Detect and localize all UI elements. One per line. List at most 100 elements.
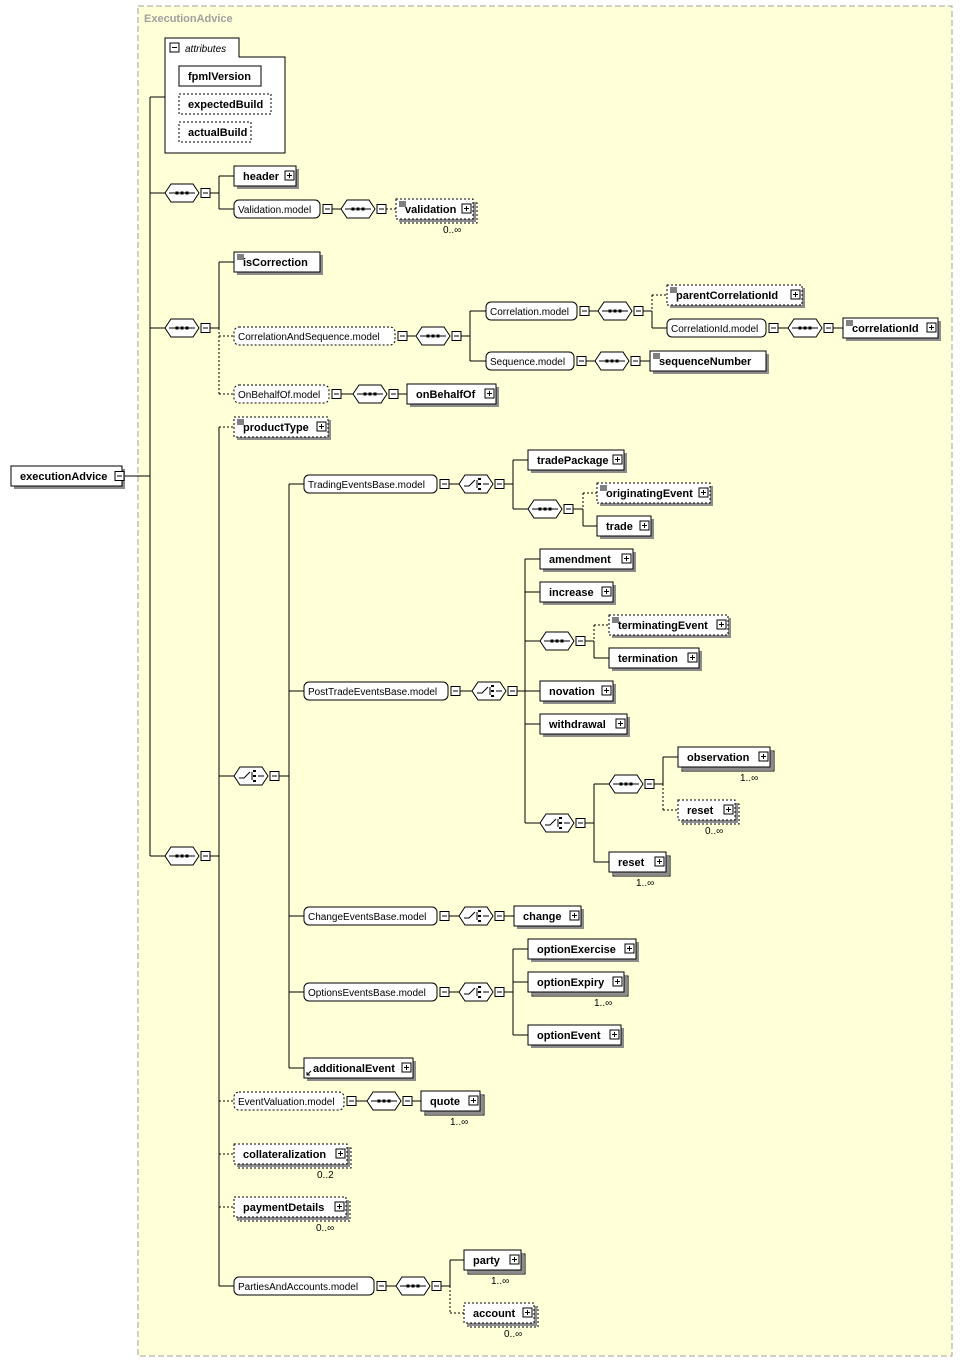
element-additionalEvent: additionalEvent (303, 1057, 416, 1081)
element-observation-cardinality: 1..∞ (740, 773, 758, 784)
group-correlationId-model: CorrelationId.model (666, 318, 779, 338)
element-correlationId-box (842, 317, 939, 339)
element-parentCorrelationId-label: parentCorrelationId (676, 290, 778, 302)
group-parties-and-accounts-model-label: PartiesAndAccounts.model (238, 1282, 358, 1293)
element-optionEvent-box (527, 1024, 622, 1046)
element-termination: termination (608, 647, 702, 671)
element-trade-box (596, 515, 652, 537)
element-productType-label: productType (243, 422, 309, 434)
element-quote-label: quote (430, 1096, 460, 1108)
element-increase: increase (539, 581, 616, 605)
group-change-events-base-model: ChangeEventsBase.model (303, 906, 450, 926)
element-trade: trade (596, 515, 654, 539)
group-correlation-model-label: Correlation.model (490, 307, 569, 318)
choice-compositor-reset (539, 813, 586, 833)
group-event-valuation-model-box (233, 1091, 345, 1111)
element-additionalEvent-box (303, 1057, 414, 1079)
choice-compositor-reset-symbol (539, 813, 575, 833)
element-isCorrection-box (233, 251, 321, 273)
choice-compositor-events (233, 766, 280, 786)
sequence-compositor-correlation-model (597, 301, 644, 321)
element-onBehalfOf: onBehalfOf (406, 383, 499, 407)
element-parentCorrelationId: parentCorrelationId (666, 284, 805, 308)
element-optionExercise: optionExercise (527, 938, 639, 962)
element-additionalEvent-label: additionalEvent (313, 1063, 395, 1075)
sequence-compositor-parties (395, 1276, 442, 1296)
element-collateralization: collateralization 0..2 (233, 1143, 352, 1181)
element-validation-box (395, 198, 474, 220)
element-correlationId: correlationId (842, 317, 941, 341)
element-reset-optional-cardinality: 0..∞ (705, 826, 723, 837)
element-tradePackage: tradePackage (527, 449, 627, 473)
attribute-fpmlVersion: fpmlVersion (188, 71, 251, 83)
sequence-compositor-correlation (415, 326, 462, 346)
choice-compositor-post-trade-symbol (471, 681, 507, 701)
element-amendment-label: amendment (549, 554, 611, 566)
element-termination-box (608, 647, 700, 669)
group-validation-model-box (233, 199, 321, 219)
element-sequenceNumber-label: sequenceNumber (659, 356, 752, 368)
group-on-behalf-of-model-box (233, 384, 330, 404)
element-withdrawal-label: withdrawal (548, 719, 606, 731)
diagram-title: ExecutionAdvice (144, 13, 233, 25)
attribute-actualBuild: actualBuild (188, 127, 247, 139)
element-trade-label: trade (606, 521, 633, 533)
group-correlation-and-sequence-model-label: CorrelationAndSequence.model (238, 332, 380, 343)
group-correlationId-model-box (666, 318, 767, 338)
group-event-valuation-model-label: EventValuation.model (238, 1097, 335, 1108)
element-optionExercise-label: optionExercise (537, 944, 616, 956)
element-reset-label: reset (618, 857, 645, 869)
element-optionExpiry-cardinality: 1..∞ (594, 998, 612, 1009)
element-paymentDetails-cardinality: 0..∞ (316, 1223, 334, 1234)
element-collateralization-cardinality: 0..2 (317, 1170, 334, 1181)
group-parties-and-accounts-model-box (233, 1276, 375, 1296)
element-isCorrection: isCorrection (233, 251, 323, 275)
element-optionEvent: optionEvent (527, 1024, 624, 1048)
element-collateralization-label: collateralization (243, 1149, 326, 1161)
element-paymentDetails-label: paymentDetails (243, 1202, 324, 1214)
element-validation-label: validation (405, 204, 457, 216)
element-reset-cardinality: 1..∞ (636, 878, 654, 889)
element-party-cardinality: 1..∞ (491, 1276, 509, 1287)
element-reset-optional-box (677, 799, 736, 821)
element-header-box (233, 165, 297, 187)
group-event-valuation-model: EventValuation.model (233, 1091, 357, 1111)
element-change-label: change (523, 911, 562, 923)
root-element-executionAdvice: executionAdvice (10, 465, 125, 489)
sequence-compositor-termination (539, 631, 586, 651)
element-reset-box (608, 851, 667, 873)
element-increase-label: increase (549, 587, 594, 599)
element-novation-box (539, 680, 614, 702)
element-optionExpiry-label: optionExpiry (537, 977, 605, 989)
group-on-behalf-of-model: OnBehalfOf.model (233, 384, 342, 404)
element-quote-cardinality: 1..∞ (450, 1117, 468, 1128)
group-trading-events-base-model-label: TradingEventsBase.model (308, 480, 425, 491)
group-correlation-model-box (485, 301, 578, 321)
element-withdrawal-box (539, 713, 628, 735)
group-post-trade-events-base-model: PostTradeEventsBase.model (303, 681, 461, 701)
sequence-compositor-observation (608, 774, 655, 794)
group-sequence-model-box (485, 351, 575, 371)
element-quote-box (420, 1090, 481, 1112)
element-originatingEvent-box (596, 482, 711, 504)
group-options-events-base-model: OptionsEventsBase.model (303, 982, 450, 1002)
element-reset-optional-label: reset (687, 805, 714, 817)
group-options-events-base-model-label: OptionsEventsBase.model (308, 988, 426, 999)
element-paymentDetails-box (233, 1196, 347, 1218)
attributes-panel: attributesfpmlVersionexpectedBuildactual… (164, 37, 286, 154)
element-sequenceNumber-box (649, 350, 767, 372)
group-correlation-and-sequence-model-box (233, 326, 396, 346)
element-withdrawal: withdrawal (539, 713, 630, 737)
element-isCorrection-label: isCorrection (243, 257, 308, 269)
element-novation: novation (539, 680, 616, 704)
group-correlationId-model-label: CorrelationId.model (671, 324, 758, 335)
element-change: change (513, 905, 584, 929)
choice-compositor-events-symbol (233, 766, 269, 786)
element-account-cardinality: 0..∞ (504, 1329, 522, 1340)
element-observation-box (677, 746, 771, 768)
element-novation-label: novation (549, 686, 595, 698)
sequence-compositor-sequence-model (594, 351, 641, 371)
